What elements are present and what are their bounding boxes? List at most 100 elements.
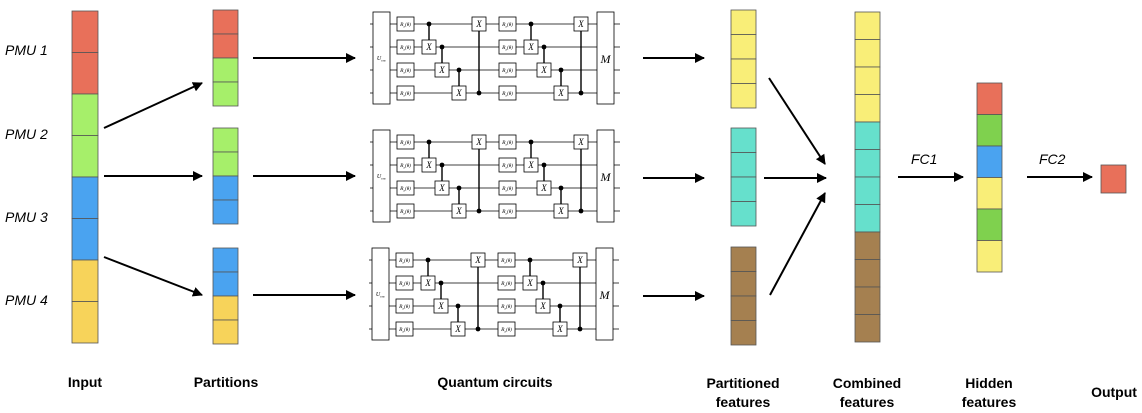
- vector-cell: [212, 271, 239, 297]
- rotation-gate: [498, 62, 517, 78]
- control-dot: [558, 67, 564, 73]
- x-gate-label: X: [557, 206, 564, 216]
- rotation-gate: [497, 321, 516, 337]
- rotation-gate: [395, 298, 414, 314]
- rotation-gate-label: Ry(θ): [501, 45, 513, 52]
- control-dot: [557, 303, 563, 309]
- rotation-gate: [396, 62, 415, 78]
- vector-cell: [71, 93, 99, 136]
- control-dot: [541, 44, 547, 50]
- arrow-input-to-partition-1: [103, 82, 203, 129]
- rotation-gate: [396, 203, 415, 219]
- measurement-label: M: [600, 170, 612, 184]
- x-gate: [522, 275, 538, 291]
- partitioned-features-3: [730, 246, 757, 346]
- x-gate-label: X: [577, 137, 584, 147]
- partition-vector-3: [212, 247, 239, 345]
- vector-cell: [730, 320, 757, 346]
- rotation-gate: [395, 275, 414, 291]
- x-gate-label: X: [540, 65, 547, 75]
- x-gate-label: X: [526, 278, 533, 288]
- vector-cell: [854, 11, 881, 40]
- measurement-block: [596, 11, 615, 105]
- vector-cell: [730, 201, 757, 227]
- fc2-label: FC2: [1039, 151, 1066, 167]
- control-dot: [426, 139, 432, 145]
- rotation-gate-label: Ry(θ): [500, 281, 512, 288]
- vector-cell: [71, 301, 99, 344]
- rotation-gate: [497, 298, 516, 314]
- vector-cell: [730, 295, 757, 321]
- partition-vector-2: [212, 127, 239, 225]
- x-gate: [434, 180, 450, 196]
- rotation-gate-label: Ry(θ): [501, 163, 513, 170]
- x-gate-label: X: [540, 183, 547, 193]
- control-dot: [578, 208, 584, 214]
- control-dot: [540, 280, 546, 286]
- x-gate: [420, 275, 436, 291]
- vector-cell: [71, 259, 99, 302]
- control-dot: [439, 44, 445, 50]
- rotation-gate-label: Ry(θ): [501, 68, 513, 75]
- x-gate: [433, 298, 449, 314]
- vector-cell: [212, 295, 239, 321]
- rotation-gate-label: Ry(θ): [399, 22, 411, 29]
- vector-cell: [730, 83, 757, 109]
- rotation-gate: [498, 203, 517, 219]
- vector-cell: [730, 58, 757, 84]
- x-gate-label: X: [474, 255, 481, 265]
- vector-cell: [71, 52, 99, 95]
- control-dot: [577, 326, 583, 332]
- vector-cell: [854, 286, 881, 315]
- x-gate-label: X: [527, 160, 534, 170]
- x-gate: [523, 39, 539, 55]
- rotation-gate-label: Ry(θ): [398, 281, 410, 288]
- x-gate-label: X: [455, 88, 462, 98]
- control-dot: [456, 67, 462, 73]
- control-dot: [476, 90, 482, 96]
- control-dot: [476, 208, 482, 214]
- combined-features-vector: [854, 11, 881, 343]
- vector-cell: [854, 149, 881, 178]
- vector-cell: [212, 81, 239, 107]
- measurement-label: M: [600, 52, 612, 66]
- rotation-gate: [396, 180, 415, 196]
- x-gate: [573, 16, 589, 32]
- control-dot: [475, 326, 481, 332]
- vector-cell: [730, 246, 757, 272]
- vector-cell: [854, 66, 881, 95]
- control-dot: [578, 90, 584, 96]
- label-combined-features-line2: features: [840, 394, 895, 410]
- vector-cell: [1100, 164, 1127, 194]
- vector-cell: [854, 314, 881, 343]
- x-gate-label: X: [437, 301, 444, 311]
- vector-cell: [212, 9, 239, 35]
- control-dot: [528, 21, 534, 27]
- x-gate: [451, 85, 467, 101]
- vector-cell: [71, 10, 99, 53]
- rotation-gate-label: Ry(θ): [398, 304, 410, 311]
- measurement-block: [596, 129, 615, 223]
- rotation-gate: [498, 180, 517, 196]
- rotation-gate: [498, 134, 517, 150]
- rotation-gate: [396, 16, 415, 32]
- x-gate: [536, 62, 552, 78]
- encoding-label: Uenc: [376, 292, 386, 299]
- fc1-label: FC1: [911, 151, 937, 167]
- vector-cell: [976, 240, 1003, 273]
- label-output: Output: [1091, 384, 1137, 400]
- control-dot: [541, 162, 547, 168]
- vector-cell: [212, 319, 239, 345]
- vector-cell: [730, 152, 757, 178]
- rotation-gate: [497, 252, 516, 268]
- label-quantum-circuits: Quantum circuits: [437, 374, 552, 390]
- control-dot: [425, 257, 431, 263]
- x-gate-label: X: [455, 206, 462, 216]
- encoding-label: Uenc: [377, 174, 387, 181]
- rotation-gate-label: Ry(θ): [399, 68, 411, 75]
- rotation-gate-label: Ry(θ): [399, 163, 411, 170]
- x-gate-label: X: [438, 65, 445, 75]
- rotation-gate: [396, 39, 415, 55]
- input-vector: [71, 10, 99, 344]
